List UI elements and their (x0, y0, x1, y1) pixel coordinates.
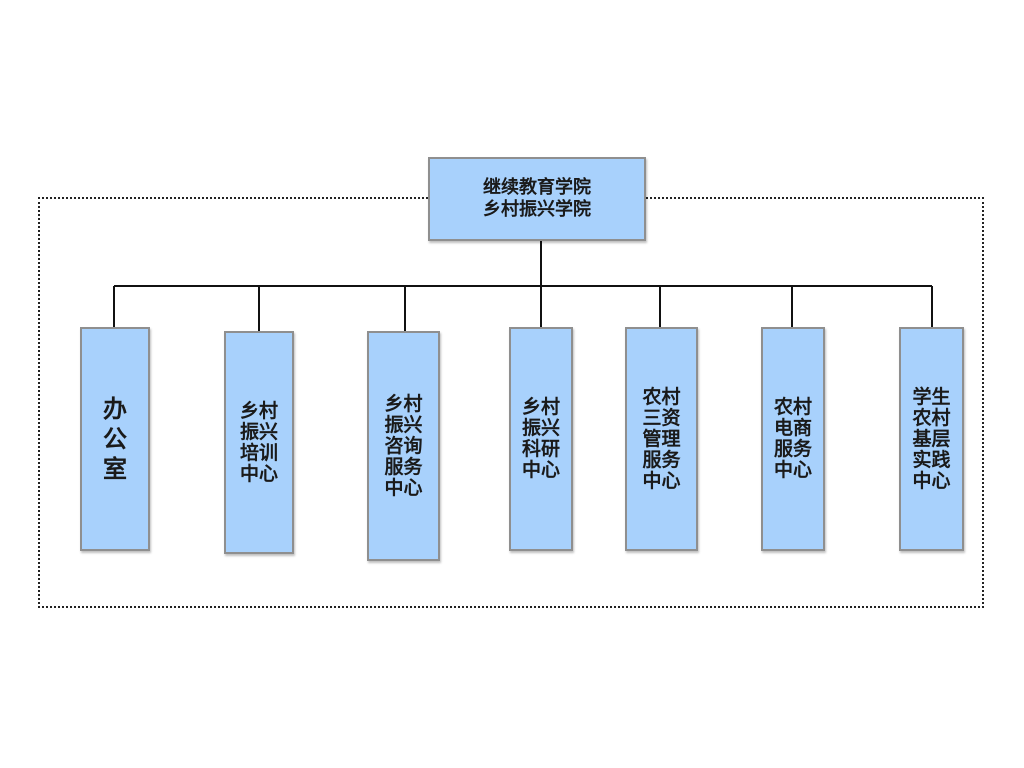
department-node-consulting: 乡村 振兴 咨询 服务 中心 (367, 331, 440, 561)
department-label: 乡村 振兴 咨询 服务 中心 (384, 392, 423, 499)
department-label: 乡村 振兴 科研 中心 (521, 396, 560, 481)
department-label: 学生 农村 基层 实践 中心 (912, 385, 951, 492)
root-title-line1: 继续教育学院 (483, 177, 591, 198)
department-node-practice: 学生 农村 基层 实践 中心 (899, 327, 964, 551)
department-node-office: 办 公 室 (80, 327, 150, 551)
department-label: 农村 三资 管理 服务 中心 (642, 385, 681, 492)
department-label: 办 公 室 (103, 395, 127, 483)
department-label: 乡村 振兴 培训 中心 (239, 399, 278, 485)
root-node: 继续教育学院 乡村振兴学院 (428, 157, 646, 241)
department-label: 农村 电商 服务 中心 (773, 396, 812, 481)
root-title-line2: 乡村振兴学院 (483, 199, 591, 220)
department-node-research: 乡村 振兴 科研 中心 (509, 327, 573, 551)
department-node-training: 乡村 振兴 培训 中心 (224, 331, 294, 554)
department-node-ecommerce: 农村 电商 服务 中心 (761, 327, 825, 551)
department-node-assets: 农村 三资 管理 服务 中心 (625, 327, 698, 551)
